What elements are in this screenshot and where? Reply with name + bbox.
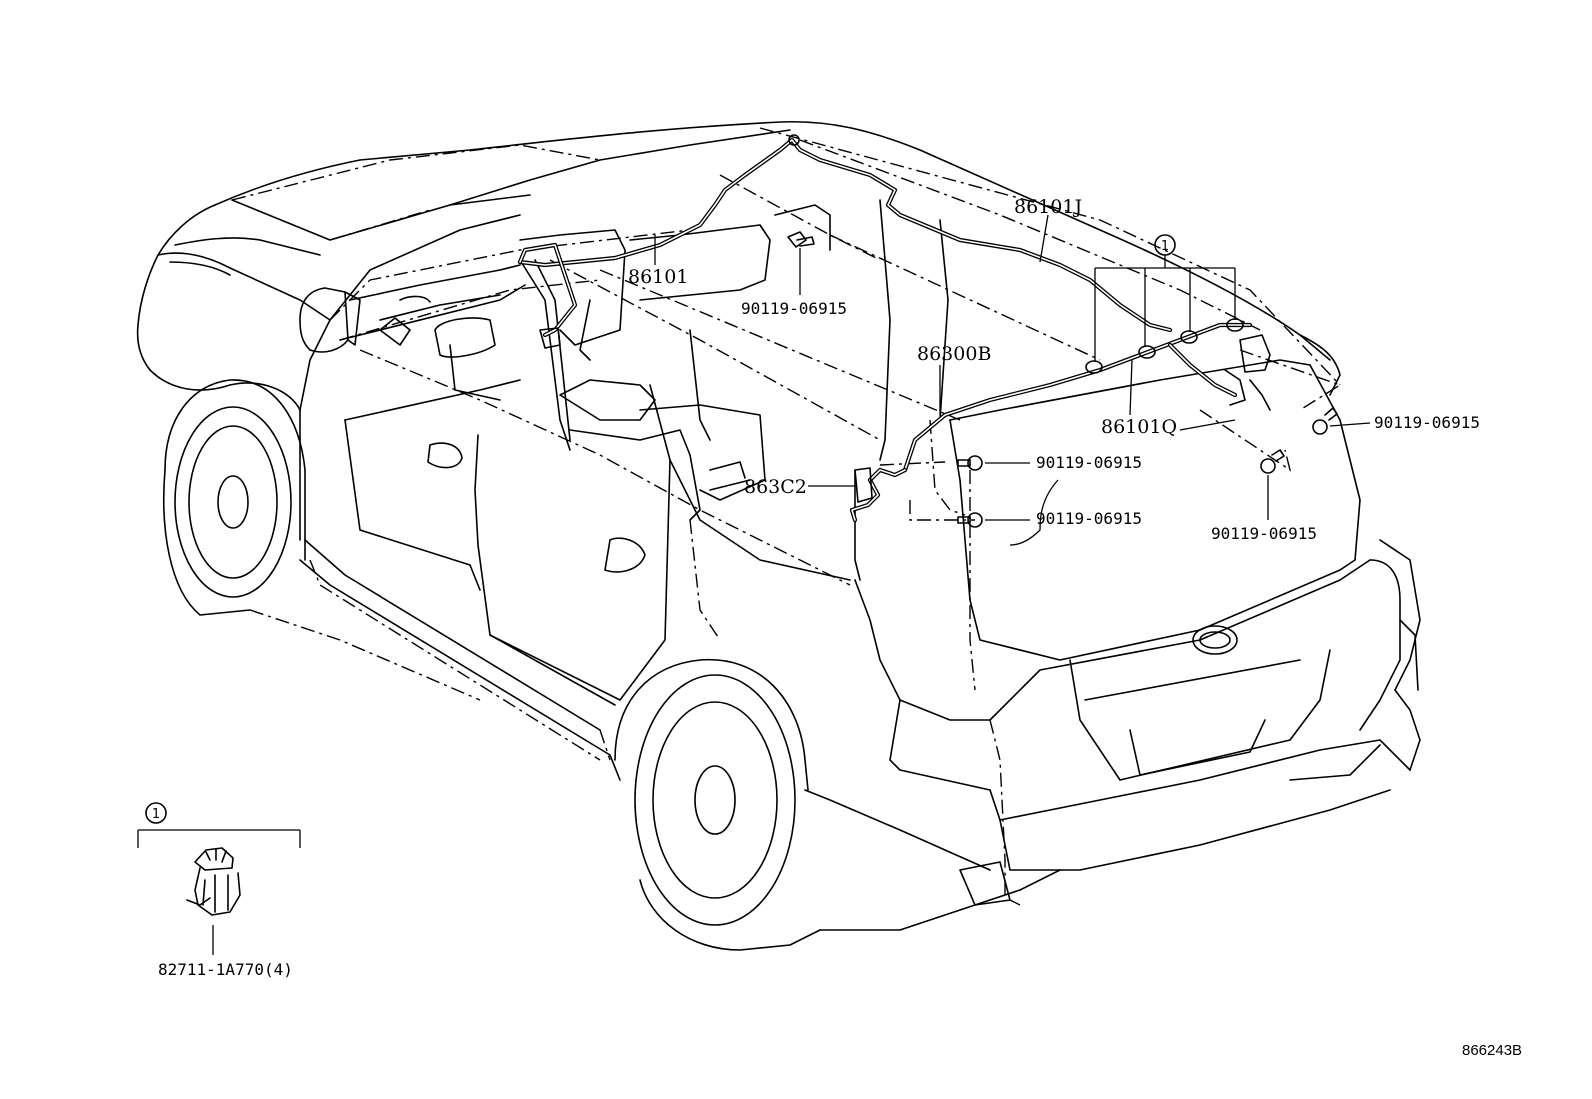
bolt-icon xyxy=(787,231,815,248)
label-86300B: 86300B xyxy=(917,343,991,365)
wire-harness-86101J xyxy=(517,134,1173,333)
label-863C2: 863C2 xyxy=(744,476,807,498)
label-bolt-90119-06915: 90119-06915 xyxy=(1036,453,1142,472)
label-bolt-90119-06915: 90119-06915 xyxy=(1211,524,1317,543)
callout-number: 1 xyxy=(1161,239,1169,254)
label-bolt-90119-06915: 90119-06915 xyxy=(1036,509,1142,528)
vehicle-outline xyxy=(136,120,1421,951)
bolt-icon xyxy=(1312,407,1338,435)
bolt-icon xyxy=(957,512,983,528)
harness-clips xyxy=(1085,318,1244,374)
callout-number: 1 xyxy=(152,807,160,822)
callout-circle-inset: 1 xyxy=(145,802,167,824)
label-bolt-90119-06915: 90119-06915 xyxy=(741,299,847,318)
diagram-reference-code: 866243B xyxy=(1462,1042,1522,1059)
wire-harness-863C2 xyxy=(849,467,908,523)
wire-harness-86101 xyxy=(517,242,578,349)
label-86101Q: 86101Q xyxy=(1101,416,1177,438)
label-bolt-90119-06915: 90119-06915 xyxy=(1374,413,1480,432)
leader-lines xyxy=(654,214,1371,546)
callout-circle-top: 1 xyxy=(1154,234,1176,256)
bolt-icon xyxy=(1260,449,1285,474)
phantom-lines xyxy=(231,127,1342,906)
label-clamp-82711-1A770: 82711-1A770(4) xyxy=(158,960,293,979)
wire-harness-86300B xyxy=(902,322,1271,473)
bolt-icon xyxy=(957,455,983,471)
part-labels: 86101J 86101 90119-06915 86300B 86101Q 8… xyxy=(158,196,1522,1059)
clamp-inset xyxy=(137,829,301,955)
label-86101: 86101 xyxy=(628,266,688,288)
label-86101J: 86101J xyxy=(1014,196,1082,218)
